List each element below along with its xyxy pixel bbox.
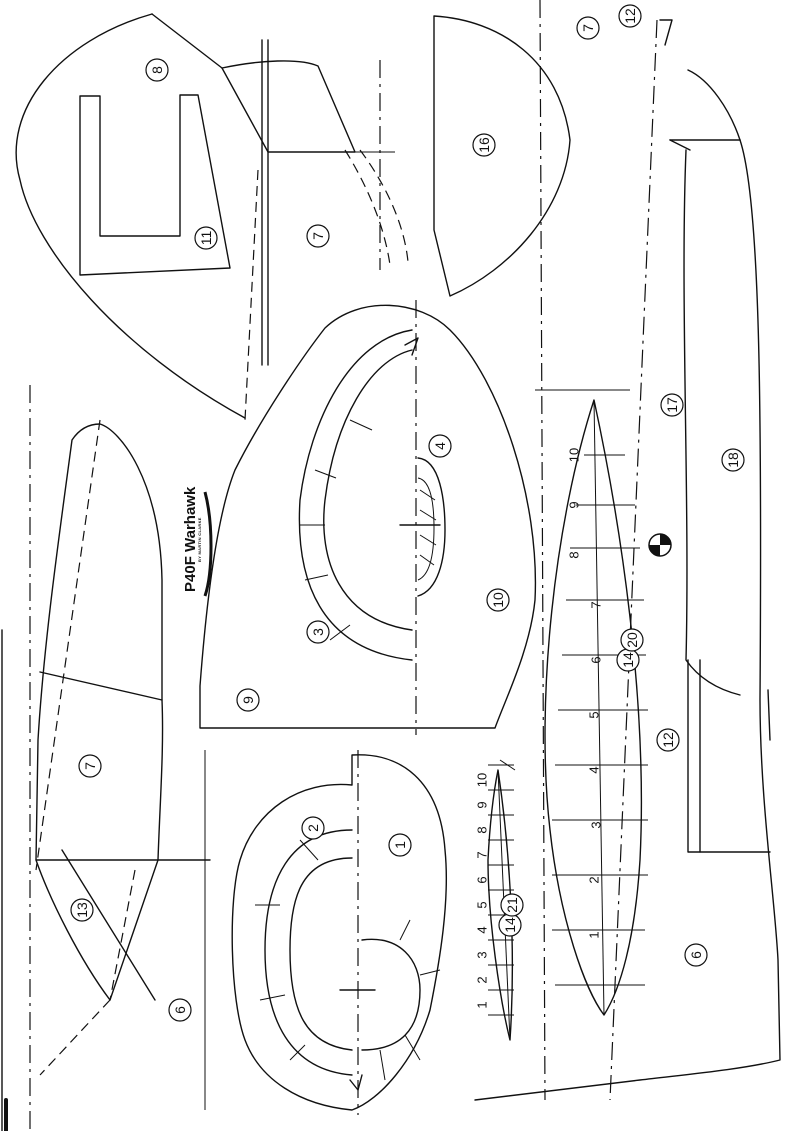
part-p16-label: 16 (476, 137, 492, 153)
part-p16-circle (472, 133, 496, 157)
logo-title: P40F Warhawk (182, 486, 199, 592)
part-p21-circle (500, 893, 524, 917)
large-rib-number: 4 (587, 766, 602, 773)
part-p18-circle (721, 448, 745, 472)
lightening-hole-lower (264, 829, 353, 1076)
inner-cutout (361, 938, 421, 1051)
part-p10-circle (486, 588, 510, 612)
wing-outline (35, 423, 164, 1001)
rudder-hatch (221, 60, 356, 153)
part-p2-circle (301, 816, 325, 840)
large-rib-number: 10 (567, 448, 582, 462)
part-p12b-circle (656, 728, 680, 752)
tail-section (15, 13, 409, 421)
rib-lines (488, 454, 648, 1016)
large-rib-number: 2 (587, 876, 602, 883)
part-p8-label: 8 (149, 66, 165, 74)
part-p7a-label: 7 (580, 24, 596, 32)
part-p6b-circle (684, 943, 708, 967)
part-11-outline (79, 94, 231, 276)
part-p4-circle (428, 434, 452, 458)
part-p1-label: 1 (392, 841, 408, 849)
part-p9-circle (236, 688, 260, 712)
large-wing-rib (544, 399, 643, 1016)
part-p14b-label: 14 (502, 917, 518, 933)
part-p6a-circle (168, 998, 192, 1022)
part-p20-circle (620, 628, 644, 652)
small-rib-number: 3 (475, 951, 490, 958)
part-p7a-circle (576, 16, 600, 40)
small-rib-number: 1 (475, 1001, 490, 1008)
part-p7b-label: 7 (310, 232, 326, 240)
fin-outline (15, 13, 246, 419)
part-p6a-label: 6 (172, 1006, 188, 1014)
part-p20-label: 20 (624, 632, 640, 648)
small-rib-number: 2 (475, 976, 490, 983)
part-p7c-circle (78, 754, 102, 778)
part-p8-circle (145, 58, 169, 82)
lightening-hole-outer (298, 329, 413, 661)
part-p1-circle (388, 833, 412, 857)
wing-root-line (683, 149, 741, 696)
small-rib-number: 9 (475, 801, 490, 808)
page-edge-marks (1, 629, 8, 1131)
logo-byline: BY MARTIN CLARKE (197, 517, 202, 562)
part-p11-circle (194, 226, 218, 250)
part-p7c-label: 7 (82, 762, 98, 770)
part-p6b-label: 6 (688, 951, 704, 959)
part-p4-label: 4 (432, 442, 448, 450)
small-rib-number: 8 (475, 826, 490, 833)
large-rib-number: 1 (587, 931, 602, 938)
part-1-2-outline (231, 754, 447, 1111)
part-p14a-label: 14 (620, 652, 636, 668)
plan-logo: P40F Warhawk BY MARTIN CLARKE (182, 486, 213, 597)
large-rib-number: 7 (589, 601, 604, 608)
part-p13-circle (70, 898, 94, 922)
center-of-gravity-icon (648, 533, 672, 557)
part-p9-label: 9 (240, 696, 256, 704)
fin-top-edge (151, 13, 223, 69)
small-rib-numbers: 1 2 3 4 5 6 7 8 9 10 (475, 773, 490, 1009)
part-p2-label: 2 (305, 824, 321, 832)
large-rib-number: 5 (587, 711, 602, 718)
former-group-upper (199, 300, 537, 735)
part-4-outline (417, 457, 446, 597)
small-rib-number: 5 (475, 901, 490, 908)
part-p17-circle (660, 393, 684, 417)
fuselage-section (474, 0, 781, 1101)
fuselage-lower (474, 139, 781, 1101)
canopy-curve (687, 69, 741, 141)
part-9-10-outline (199, 304, 537, 729)
part-p12b-label: 12 (660, 732, 676, 748)
part-p17-label: 17 (664, 397, 680, 413)
part-p21-label: 21 (504, 897, 520, 913)
lightening-hole-inner (323, 349, 413, 631)
part-p12a-label: 12 (622, 8, 638, 24)
large-rib-numbers: 1 2 3 4 5 6 7 8 9 10 (567, 448, 604, 939)
part-p10-label: 10 (490, 592, 506, 608)
part-p11-label: 11 (198, 231, 214, 246)
large-rib-number: 9 (567, 501, 582, 508)
part-16-outline (433, 15, 571, 297)
small-rib-number: 10 (475, 773, 490, 787)
wing-panel (29, 385, 211, 1130)
part-p18-label: 18 (725, 452, 741, 468)
small-rib-number: 6 (475, 876, 490, 883)
small-rib-number: 4 (475, 926, 490, 933)
part-p3-label: 3 (310, 628, 326, 636)
small-rib-number: 7 (475, 851, 490, 858)
part-p3-circle (306, 620, 330, 644)
part-p7b-circle (306, 224, 330, 248)
former-group-lower (204, 750, 447, 1115)
large-rib-number: 3 (589, 821, 604, 828)
part-p12a-circle (618, 4, 642, 28)
large-rib-number: 8 (567, 551, 582, 558)
part-p13-label: 13 (74, 902, 90, 918)
large-rib-number: 6 (589, 656, 604, 663)
